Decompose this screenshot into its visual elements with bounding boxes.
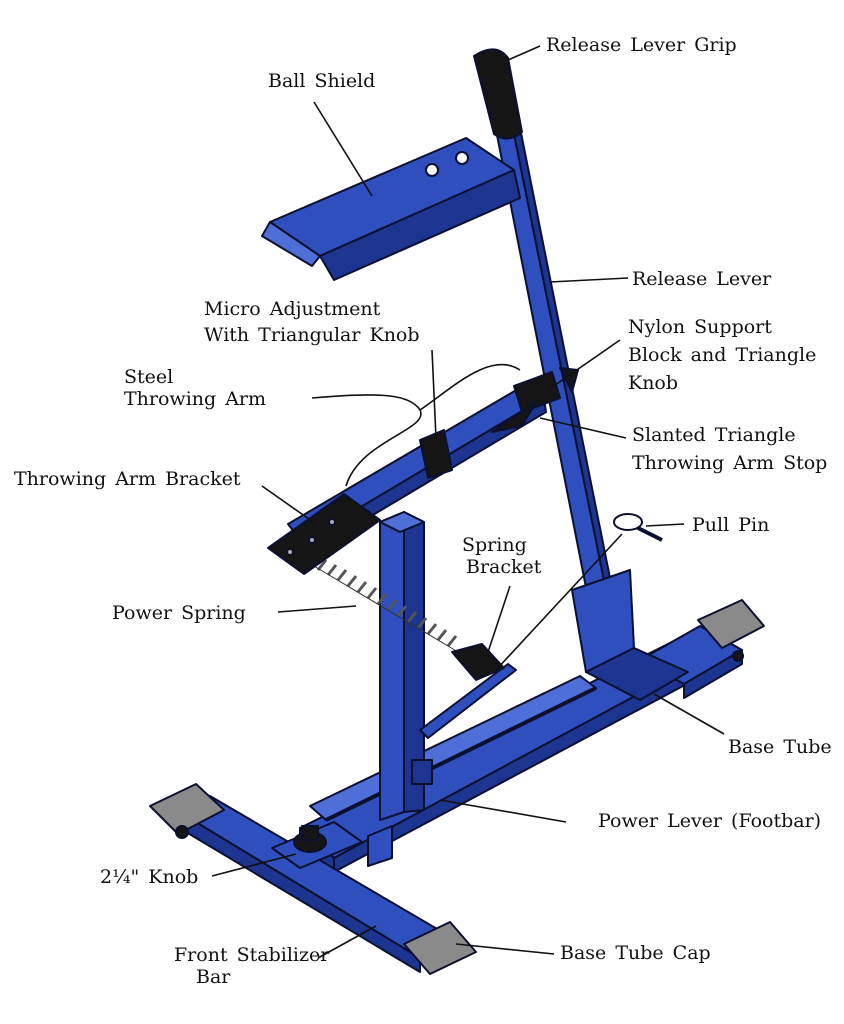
label-power-spring: Power Spring (112, 602, 246, 624)
label-front-stabilizer-1: Front Stabilizer (174, 944, 330, 966)
label-base-tube: Base Tube (728, 736, 832, 758)
upright-post (379, 511, 405, 821)
power-spring (313, 559, 459, 653)
throwing-arm-bracket (267, 493, 381, 575)
label-ball-shield: Ball Shield (268, 70, 376, 92)
release-lever-grip (473, 48, 523, 140)
label-slanted-triangle-2: Throwing Arm Stop (632, 452, 828, 474)
label-slanted-triangle-1: Slanted Triangle (632, 424, 796, 446)
label-steel-throwing-arm-1: Steel (124, 366, 174, 388)
label-release-lever: Release Lever (632, 268, 772, 290)
label-front-stabilizer-2: Bar (196, 966, 231, 988)
nylon-support-block (513, 371, 561, 413)
leader-lines (211, 45, 725, 959)
label-power-lever: Power Lever (Footbar) (598, 810, 822, 832)
label-spring-bracket-1: Spring (462, 534, 527, 556)
label-micro-adjustment-1: Micro Adjustment (204, 298, 381, 320)
slanted-triangle-stop (491, 401, 537, 433)
label-release-lever-grip: Release Lever Grip (546, 34, 737, 56)
spring-bracket (451, 643, 505, 681)
label-steel-throwing-arm-2: Throwing Arm (124, 388, 267, 410)
label-nylon-support-3: Knob (628, 372, 679, 394)
base-tube-cap-rear (697, 599, 765, 649)
label-micro-adjustment-2: With Triangular Knob (204, 324, 420, 346)
label-nylon-support-2: Block and Triangle (628, 344, 817, 366)
label-throwing-arm-bracket: Throwing Arm Bracket (14, 468, 241, 490)
label-pull-pin: Pull Pin (692, 514, 770, 536)
base-tube-cap-front (403, 921, 477, 975)
label-base-tube-cap: Base Tube Cap (560, 942, 711, 964)
label-nylon-support-1: Nylon Support (628, 316, 772, 338)
base-tube-cap-left (149, 783, 225, 835)
pull-pin (613, 513, 663, 542)
label-knob: 2¼" Knob (100, 866, 199, 888)
label-spring-bracket-2: Bracket (466, 556, 542, 578)
